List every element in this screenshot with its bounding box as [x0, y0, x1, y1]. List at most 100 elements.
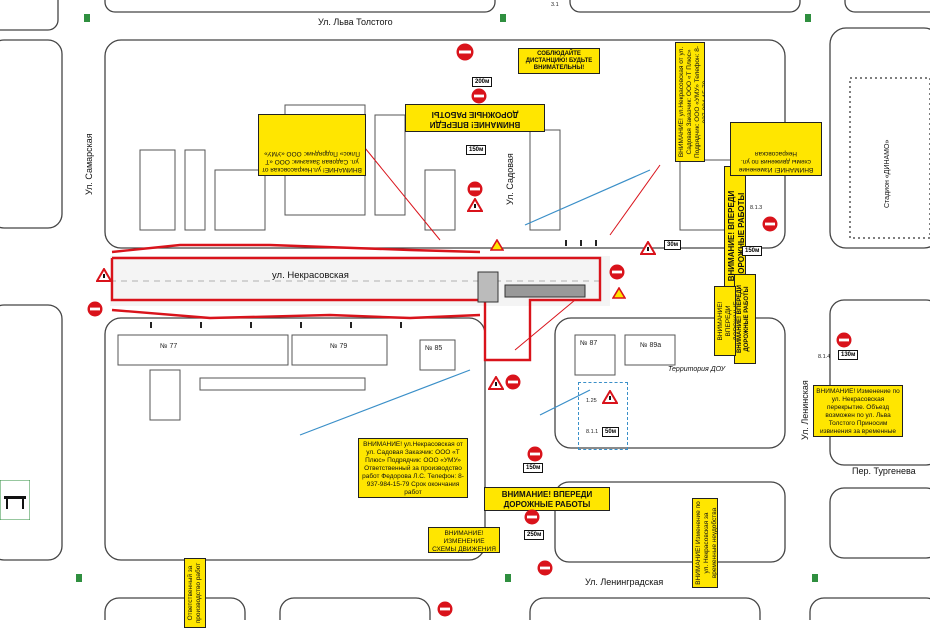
post — [200, 322, 202, 328]
blue-arrow-1 — [524, 169, 651, 226]
building-79 — [291, 334, 388, 366]
block-bottom-far — [809, 597, 930, 620]
roadworks-warning-icon — [612, 287, 626, 299]
no-entry-sign-icon — [609, 264, 625, 280]
pointer-line-2 — [609, 164, 661, 236]
building-87 — [574, 334, 616, 376]
building-85-label: № 85 — [425, 345, 443, 352]
sign-code: 8.1.1 — [586, 429, 599, 435]
distance-plate: 130м — [838, 350, 859, 360]
work-zone-lower-fence — [111, 308, 481, 320]
stadium-outline — [849, 77, 930, 239]
building-89 — [624, 334, 676, 366]
block-top-mid — [104, 0, 496, 13]
work-zone-upper-fence — [111, 243, 481, 254]
block-bottom-left — [104, 597, 246, 620]
distance-plate: 50м — [602, 427, 620, 437]
fence-posts — [150, 240, 597, 328]
no-entry-sign-icon — [836, 332, 852, 348]
building-79-label: № 79 — [330, 343, 348, 350]
sign-code: 8.1.4 — [818, 354, 831, 360]
distance-plate: 30м — [664, 240, 682, 250]
blue-arrows — [299, 169, 651, 436]
post — [150, 322, 152, 328]
street-left: Ул. Самарская — [84, 133, 94, 195]
building-s2 — [199, 377, 366, 391]
block-left-lower — [0, 304, 63, 561]
banner-keep-distance: СОБЛЮДАЙТЕ ДИСТАНЦИЮ! БУДЬТЕ ВНИМАТЕЛЬНЫ… — [518, 48, 600, 74]
no-entry-sign-icon — [537, 560, 553, 576]
sign-group-frame — [578, 382, 628, 450]
info-box-right-top: ВНИМАНИЕ! ул.Некрасовская от ул. Садовая… — [675, 42, 705, 162]
block-bottom-mid — [279, 597, 431, 620]
block-bottom-right — [529, 597, 761, 620]
block-right-south — [829, 299, 930, 466]
building-s1 — [149, 369, 181, 421]
building-n3 — [214, 169, 266, 231]
info-box-bottom-right-v: ВНИМАНИЕ! Изменение по ул. Некрасовская … — [692, 498, 718, 588]
pointer-line-3 — [514, 299, 576, 351]
block-left-upper — [0, 39, 63, 229]
info-box-right-lower: ВНИМАНИЕ! Изменение по ул. Некрасовская … — [813, 385, 903, 437]
no-entry-sign-icon — [87, 301, 103, 317]
traffic-lights — [76, 14, 818, 582]
banner-work-ahead-top: ВНИМАНИЕ! ВПЕРЕДИ ДОРОЖНЫЕ РАБОТЫ — [405, 104, 545, 132]
sign-code: 3.1 — [551, 2, 559, 8]
building-n7 — [529, 129, 561, 231]
banner-work-ahead-bottom: ВНИМАНИЕ! ВПЕРЕДИ ДОРОЖНЫЕ РАБОТЫ — [484, 487, 610, 511]
building-89-label: № 89а — [640, 342, 662, 349]
traffic-light-icon — [76, 574, 82, 582]
block-far-se — [829, 487, 930, 559]
blue-arrow-3 — [539, 389, 591, 416]
no-entry-sign-icon — [467, 181, 483, 197]
sign-code: 1.25 — [586, 398, 597, 404]
info-box-bottom-small: ВНИМАНИЕ! ИЗМЕНЕНИЕ СХЕМЫ ДВИЖЕНИЯ — [428, 527, 500, 553]
distance-plate: 150м — [523, 463, 544, 473]
info-box-right-vertical: ВНИМАНИЕ! ВПЕРЕДИ ДОРОЖНЫЕ РАБОТЫ — [714, 286, 736, 356]
building-n1 — [139, 149, 176, 231]
street-top: Ул. Льва Толстого — [318, 17, 393, 27]
roadworks-warning-icon — [96, 268, 112, 282]
traffic-light-icon — [84, 14, 90, 22]
traffic-light-icon — [500, 14, 506, 22]
post — [595, 240, 597, 246]
street-sadovaya: Ул. Садовая — [505, 153, 515, 205]
work-zone — [110, 243, 602, 362]
bench-icon — [0, 480, 30, 520]
sign-code: 8.1.3 — [750, 205, 763, 211]
info-box-center: ВНИМАНИЕ! ул.Некрасовская от ул. Садовая… — [358, 438, 468, 498]
work-zone-outline — [110, 256, 602, 362]
traffic-light-icon — [812, 574, 818, 582]
main-road-strip — [110, 256, 610, 306]
stadium-label: Стадион «ДИНАМО» — [884, 139, 891, 208]
south-buildings — [117, 334, 676, 421]
no-entry-sign-icon — [437, 601, 453, 617]
no-entry-sign-icon — [524, 509, 540, 525]
no-entry-sign-icon — [456, 43, 474, 61]
block-right-north — [829, 27, 930, 249]
roadworks-warning-icon — [602, 390, 618, 404]
banner-work-ahead-right2-v: ВНИМАНИЕ! ВПЕРЕДИ ДОРОЖНЫЕ РАБОТЫ — [734, 274, 756, 364]
central-excavation-2 — [504, 284, 586, 298]
street-turgeneva: Пер. Тургенева — [852, 466, 916, 476]
post — [350, 322, 352, 328]
street-right: Ул. Ленинская — [800, 380, 810, 440]
street-main: ул. Некрасовская — [272, 270, 349, 281]
building-77-label: № 77 — [160, 343, 178, 350]
block-top-far — [844, 0, 930, 13]
roadworks-warning-icon — [467, 198, 483, 212]
post — [565, 240, 567, 246]
building-n2 — [184, 149, 206, 231]
roadworks-warning-icon — [490, 239, 504, 251]
info-box-left-top: ВНИМАНИЕ! ул.Некрасовская от ул. Садовая… — [258, 114, 366, 176]
building-85 — [419, 339, 456, 371]
no-entry-sign-icon — [527, 446, 543, 462]
block-south-east — [554, 481, 786, 563]
building-n6 — [424, 169, 456, 231]
info-box-right-mid: ВНИМАНИЕ! Изменение схемы движения по ул… — [730, 122, 822, 176]
street-bottom: Ул. Ленинградская — [585, 577, 664, 587]
distance-plate: 150м — [466, 145, 487, 155]
building-77 — [117, 334, 289, 366]
dou-territory-label: Территория ДОУ — [668, 366, 726, 373]
